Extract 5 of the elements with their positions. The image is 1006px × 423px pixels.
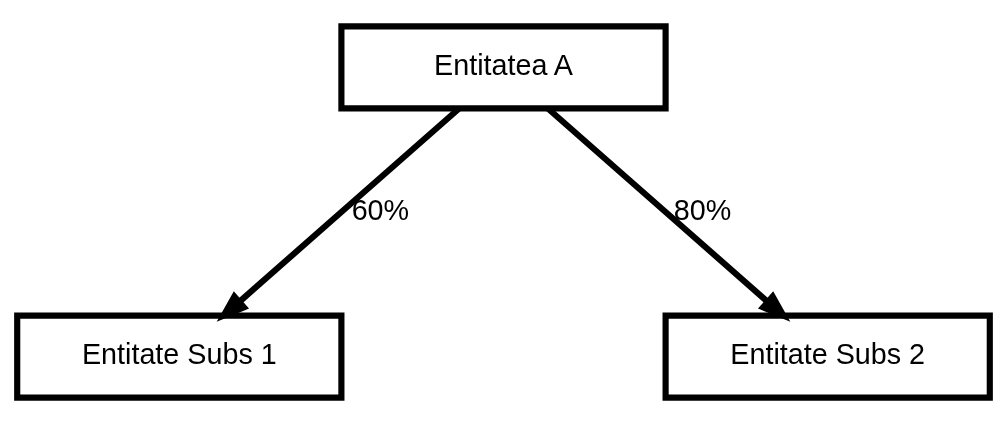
node-box: Entitate Subs 2 <box>662 312 993 401</box>
node-box: Entitate Subs 1 <box>13 312 344 401</box>
edge-label: 80% <box>673 193 731 226</box>
edge-label: 60% <box>351 193 409 226</box>
node-box: Entitatea A <box>337 22 669 111</box>
